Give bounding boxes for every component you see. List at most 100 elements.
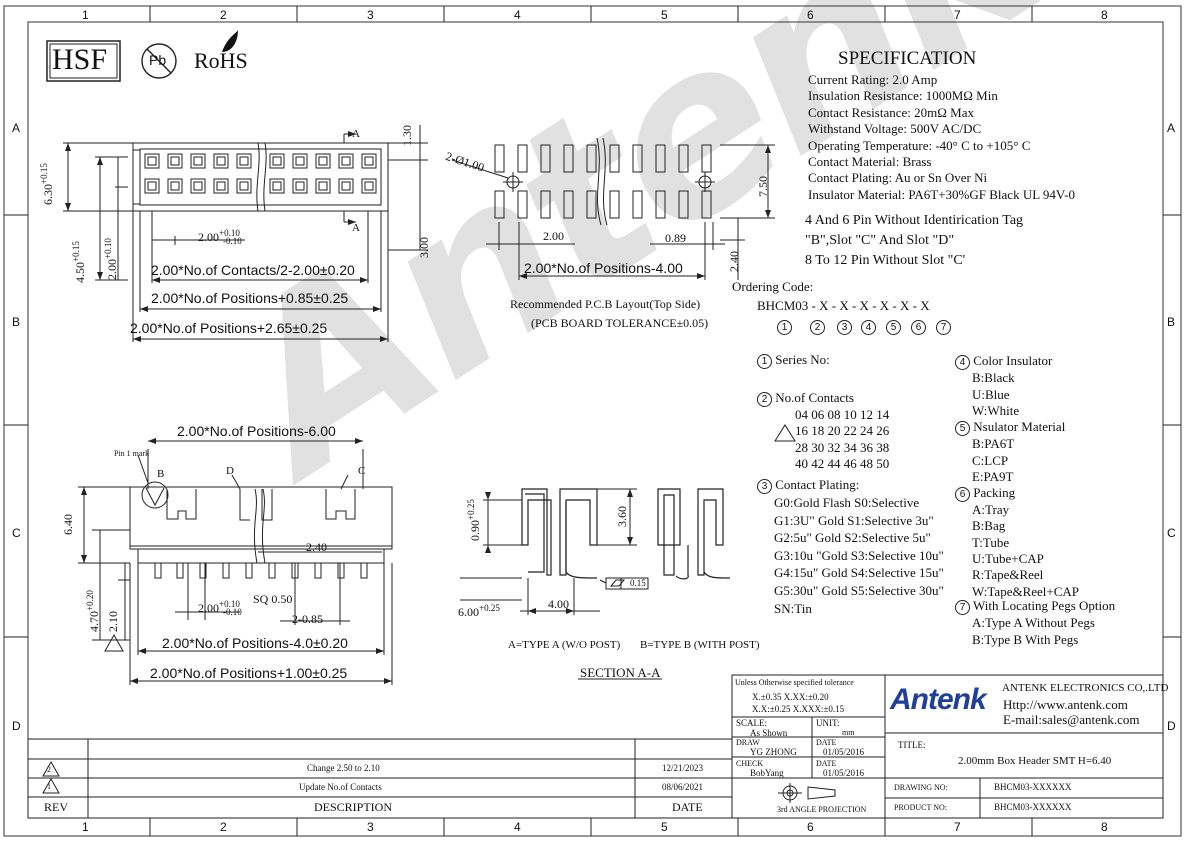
spec-line-4: Operating Temperature: -40° C to +105° C	[808, 137, 1031, 153]
product-no-value: BHCM03-XXXXXX	[994, 802, 1072, 812]
drawing-no-value: BHCM03-XXXXXX	[994, 782, 1072, 792]
spec-note-2: 8 To 12 Pin Without Slot "C'	[805, 253, 966, 268]
draw-date: 01/05/2016	[823, 747, 865, 757]
company-name: ANTENK ELECTRONICS CO,.LTD	[1002, 682, 1169, 694]
title-value: 2.00mm Box Header SMT H=6.40	[958, 755, 1112, 767]
spec-line-5: Contact Material: Brass	[808, 154, 932, 169]
grid-col-1: 1	[82, 8, 89, 22]
pcb-dim-089: 0.89	[665, 231, 686, 245]
grid-row-b-right: B	[1167, 315, 1176, 329]
rev-2-description: Change 2.50 to 2.10	[307, 763, 380, 773]
material-row-2: E:PA9T	[972, 469, 1014, 484]
spec-line-0: Current Rating: 2.0 Amp	[808, 72, 938, 87]
side-dim-240: 2.40	[306, 540, 327, 554]
side-formula-top: 2.00*No.of Positions-6.00	[177, 423, 336, 439]
plating-row-1: G1:3U" Gold S1:Selective 3u"	[774, 512, 934, 528]
packing-title: 6 Packing	[955, 486, 1015, 502]
pegs-title: 7 With Locating Pegs Option	[955, 599, 1115, 615]
tolerance-line1: X.±0.35 X.XX:±0.20	[752, 692, 829, 702]
type-b-label: B=TYPE B (WITH POST)	[640, 639, 760, 651]
plating-row-0: G0:Gold Flash S0:Selective	[774, 495, 920, 510]
side-dim-640: 6.40	[61, 514, 75, 535]
pegs-row-1: B:Type B With Pegs	[972, 631, 1079, 647]
label-d: D	[226, 465, 234, 477]
spec-line-1: Insulation Resistance: 1000MΩ Min	[808, 88, 998, 104]
side-dim-200-tol: -0.10	[223, 607, 242, 617]
grid-row-d: D	[12, 719, 21, 733]
material-label: Nsulator Material	[973, 419, 1066, 434]
antenk-logo: Antenk	[890, 683, 987, 716]
hsf-logo: HSF	[52, 43, 108, 76]
product-no-label: PRODUCT NO:	[894, 803, 947, 812]
contacts-label: No.of Contacts	[775, 390, 854, 405]
spec-line-3: Withstand Voltage: 500V AC/DC	[808, 121, 982, 137]
order-num-2: 2	[810, 320, 825, 335]
pegs-row-0: A:Type A Without Pegs	[972, 615, 1095, 630]
grid-col-5: 5	[661, 8, 668, 22]
draw-date-label: DATE	[816, 738, 837, 747]
rev-2-date: 12/21/2023	[662, 763, 704, 773]
unit-label: UNIT:	[816, 718, 840, 728]
grid-col-4-bottom: 4	[514, 820, 521, 834]
grid-row-c: C	[12, 526, 21, 540]
company-email: E-mail:sales@antenk.com	[1003, 712, 1140, 727]
plating-title: 3 Contact Plating:	[757, 478, 859, 494]
section-mark-a-bottom: A	[352, 222, 360, 234]
draw-value: YG ZHONG	[750, 747, 797, 757]
title-label: TITLE:	[898, 740, 926, 750]
order-num-5: 5	[886, 320, 901, 335]
tolerance-title: Unless Otherwise specified tolerance	[735, 678, 854, 687]
spec-note-1: "B",Slot "C" And Slot "D"	[805, 233, 955, 248]
grid-col-2: 2	[220, 8, 227, 22]
sec-dim-015: 0.15	[630, 578, 646, 588]
grid-col-4: 4	[514, 8, 521, 22]
unit-value: mm	[842, 728, 855, 737]
sec-dim-600: 6.00+0.25	[458, 603, 500, 619]
description-header: DESCRIPTION	[314, 800, 393, 814]
rev-1-number: 1	[47, 782, 51, 791]
rev-2-number: 2	[47, 765, 51, 774]
num-2: 2	[757, 392, 772, 407]
order-num-3: 3	[837, 320, 852, 335]
contacts-title: 2 No.of Contacts	[757, 391, 854, 407]
check-value: BobYang	[750, 768, 784, 778]
scale-value: As Shown	[750, 728, 788, 738]
order-num-7: 7	[936, 320, 951, 335]
grid-col-5-bottom: 5	[661, 820, 668, 834]
num-3: 3	[757, 479, 772, 494]
spec-note-0: 4 And 6 Pin Without Identirication Tag	[805, 213, 1024, 228]
side-dim-470: 4.70+0.20	[85, 590, 101, 632]
dim-630: 6.30+0.15	[39, 163, 55, 205]
spec-line-2: Contact Resistance: 20mΩ Max	[808, 104, 974, 120]
grid-col-1-bottom: 1	[82, 820, 89, 834]
dim-sq050: SQ 0.50	[253, 592, 293, 606]
dim-300: 3.00	[417, 237, 431, 258]
dim-130: 1.30	[400, 125, 414, 146]
type-a-label: A=TYPE A (W/O POST)	[508, 639, 621, 651]
dim-pitch-tol: -0.10	[223, 236, 242, 246]
plating-row-2: G2:5u" Gold S2:Selective 5u"	[774, 530, 931, 546]
grid-col-7: 7	[954, 8, 961, 22]
pcb-dim-200: 2.00	[543, 229, 564, 243]
series-title: 1 Series No:	[757, 353, 830, 369]
rev-1-description: Update No.of Contacts	[299, 782, 382, 792]
check-date: 01/05/2016	[823, 768, 865, 778]
sec-dim-090: 0.90+0.25	[466, 499, 482, 541]
packing-row-1: B:Bag	[972, 518, 1006, 534]
num-7: 7	[955, 600, 970, 615]
rohs-logo: RoHS	[194, 48, 248, 73]
pcb-dim-750: 7.50	[756, 176, 770, 197]
sec-dim-400: 4.00	[548, 597, 569, 611]
label-b: B	[157, 468, 165, 480]
num-5: 5	[955, 421, 970, 436]
order-num-6: 6	[911, 320, 926, 335]
contacts-row-1: 16 18 20 22 24 26	[795, 423, 890, 439]
packing-row-3: U:Tube+CAP	[972, 550, 1044, 566]
contacts-row-0: 04 06 08 10 12 14	[795, 407, 890, 422]
rev-header: REV	[44, 800, 68, 814]
packing-row-5: W:Tape&Reel+CAP	[972, 583, 1080, 599]
formula-contacts: 2.00*No.of Contacts/2-2.00±0.20	[151, 262, 355, 278]
pcb-tolerance: (PCB BOARD TOLERANCE±0.05)	[531, 316, 709, 330]
check-label: CHECK	[736, 759, 764, 768]
